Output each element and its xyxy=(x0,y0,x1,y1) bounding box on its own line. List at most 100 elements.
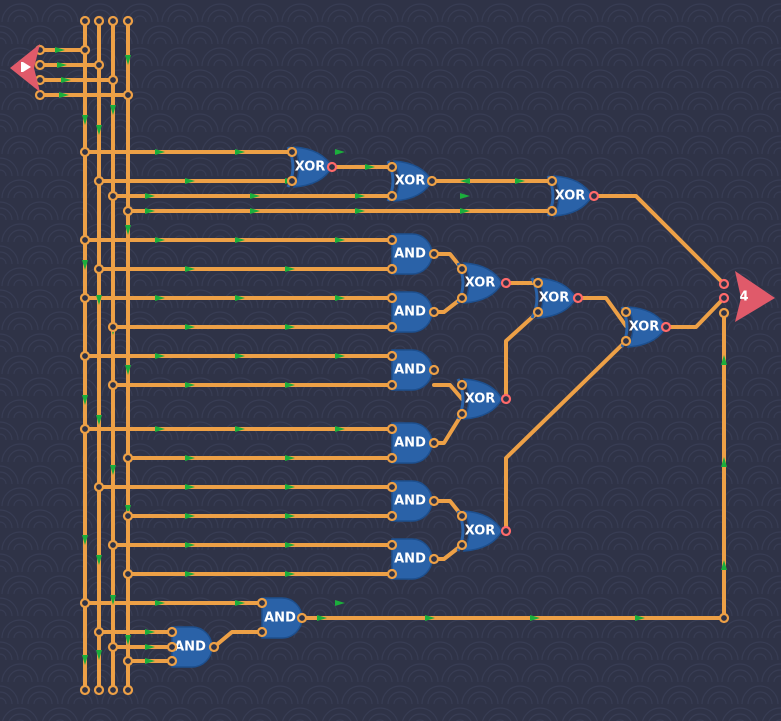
connection-pin[interactable] xyxy=(456,408,468,420)
connection-pin[interactable] xyxy=(34,59,46,71)
connection-pin[interactable] xyxy=(107,641,119,653)
connection-pin[interactable] xyxy=(620,335,632,347)
connection-pin[interactable] xyxy=(256,626,268,638)
connection-pin[interactable] xyxy=(456,379,468,391)
connection-pin[interactable] xyxy=(718,612,730,624)
connection-pin[interactable] xyxy=(107,190,119,202)
connection-pin[interactable] xyxy=(428,495,440,507)
connection-pin[interactable] xyxy=(122,510,134,522)
connection-pin[interactable] xyxy=(79,292,91,304)
connection-pin[interactable] xyxy=(208,641,220,653)
gate-xor[interactable]: XOR xyxy=(456,378,503,420)
connection-pin[interactable] xyxy=(296,612,308,624)
connection-pin[interactable] xyxy=(286,175,298,187)
output-arrow-icon[interactable] xyxy=(735,271,775,322)
connection-pin[interactable] xyxy=(386,292,398,304)
connection-pin[interactable] xyxy=(79,146,91,158)
connection-pin[interactable] xyxy=(93,684,105,696)
xor-gate-shape[interactable] xyxy=(392,160,433,202)
connection-pin[interactable] xyxy=(122,205,134,217)
connection-pin[interactable] xyxy=(122,568,134,580)
connection-pin[interactable] xyxy=(546,205,558,217)
connection-pin[interactable] xyxy=(93,263,105,275)
gate-and[interactable]: AND xyxy=(391,291,433,333)
connection-pin[interactable] xyxy=(532,277,544,289)
connection-pin[interactable] xyxy=(93,481,105,493)
connection-pin[interactable] xyxy=(718,292,730,304)
connection-pin[interactable] xyxy=(93,175,105,187)
xor-gate-shape[interactable] xyxy=(292,146,333,188)
connection-pin[interactable] xyxy=(256,597,268,609)
gate-and[interactable]: AND xyxy=(391,480,433,522)
connection-pin[interactable] xyxy=(93,59,105,71)
connection-pin[interactable] xyxy=(456,539,468,551)
gate-xor[interactable]: XOR xyxy=(286,146,333,188)
connection-pin[interactable] xyxy=(122,15,134,27)
connection-pin[interactable] xyxy=(456,510,468,522)
connection-pin[interactable] xyxy=(386,234,398,246)
connection-pin[interactable] xyxy=(386,568,398,580)
connection-pin[interactable] xyxy=(79,597,91,609)
connection-pin[interactable] xyxy=(572,292,584,304)
connection-pin[interactable] xyxy=(428,248,440,260)
connection-pin[interactable] xyxy=(500,277,512,289)
connection-pin[interactable] xyxy=(428,306,440,318)
connection-pin[interactable] xyxy=(386,481,398,493)
connection-pin[interactable] xyxy=(386,452,398,464)
connection-pin[interactable] xyxy=(79,350,91,362)
xor-gate-shape[interactable] xyxy=(462,510,503,552)
connection-pin[interactable] xyxy=(718,278,730,290)
connection-pin[interactable] xyxy=(166,655,178,667)
connection-pin[interactable] xyxy=(79,423,91,435)
connection-pin[interactable] xyxy=(546,175,558,187)
input-port[interactable] xyxy=(10,44,40,92)
xor-gate-shape[interactable] xyxy=(536,277,577,319)
connection-pin[interactable] xyxy=(122,655,134,667)
connection-pin[interactable] xyxy=(386,350,398,362)
connection-pin[interactable] xyxy=(107,15,119,27)
connection-pin[interactable] xyxy=(386,379,398,391)
connection-pin[interactable] xyxy=(79,684,91,696)
connection-pin[interactable] xyxy=(500,393,512,405)
gate-and[interactable]: AND xyxy=(171,626,213,668)
connection-pin[interactable] xyxy=(326,161,338,173)
connection-pin[interactable] xyxy=(107,379,119,391)
connection-pin[interactable] xyxy=(122,684,134,696)
connection-pin[interactable] xyxy=(456,263,468,275)
connection-pin[interactable] xyxy=(386,190,398,202)
connection-pin[interactable] xyxy=(107,321,119,333)
pin-layer[interactable] xyxy=(34,15,730,696)
connection-pin[interactable] xyxy=(79,44,91,56)
connection-pin[interactable] xyxy=(386,423,398,435)
connection-pin[interactable] xyxy=(426,175,438,187)
connection-pin[interactable] xyxy=(718,307,730,319)
connection-pin[interactable] xyxy=(428,437,440,449)
connection-pin[interactable] xyxy=(660,321,672,333)
gate-and[interactable]: AND xyxy=(391,538,433,580)
connection-pin[interactable] xyxy=(122,89,134,101)
connection-pin[interactable] xyxy=(286,146,298,158)
connection-pin[interactable] xyxy=(79,15,91,27)
connection-pin[interactable] xyxy=(166,626,178,638)
xor-gate-shape[interactable] xyxy=(552,175,593,217)
gate-and[interactable]: AND xyxy=(391,233,433,275)
connection-pin[interactable] xyxy=(428,553,440,565)
connection-pin[interactable] xyxy=(386,321,398,333)
connection-pin[interactable] xyxy=(386,510,398,522)
connection-pin[interactable] xyxy=(532,306,544,318)
connection-pin[interactable] xyxy=(166,641,178,653)
output-port[interactable]: 4 xyxy=(735,271,775,322)
connection-pin[interactable] xyxy=(34,89,46,101)
xor-gate-shape[interactable] xyxy=(462,262,503,304)
connection-pin[interactable] xyxy=(588,190,600,202)
connection-pin[interactable] xyxy=(122,452,134,464)
connection-pin[interactable] xyxy=(620,306,632,318)
gate-and[interactable]: AND xyxy=(261,597,303,639)
connection-pin[interactable] xyxy=(107,539,119,551)
connection-pin[interactable] xyxy=(93,626,105,638)
connection-pin[interactable] xyxy=(386,539,398,551)
connection-pin[interactable] xyxy=(456,292,468,304)
connection-pin[interactable] xyxy=(107,684,119,696)
xor-gate-shape[interactable] xyxy=(626,306,667,348)
